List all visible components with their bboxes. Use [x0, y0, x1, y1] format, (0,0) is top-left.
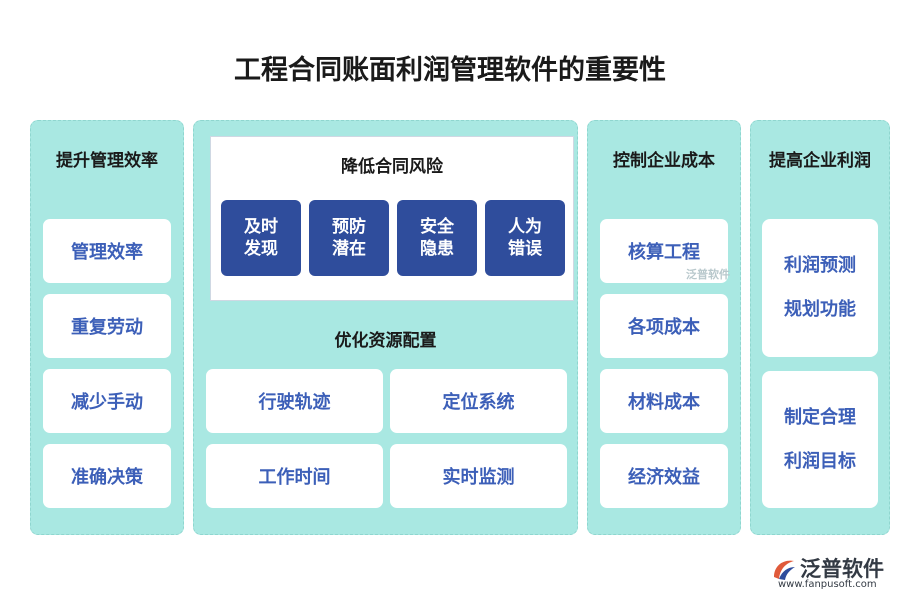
card-set-profit-targets: 制定合理 利润目标	[762, 371, 878, 508]
risk-tile-safety-hazards: 安全 隐患	[397, 200, 477, 276]
risk-tile-line1: 及时	[244, 217, 278, 237]
risk-tile-timely-discovery: 及时 发现	[221, 200, 301, 276]
card-economic-benefits: 经济效益	[600, 444, 728, 508]
logo-url: www.fanpusoft.com	[778, 579, 877, 590]
card-profit-forecast-line2: 规划功能	[784, 299, 856, 320]
panel-title-control-costs: 控制企业成本	[613, 151, 715, 171]
watermark-text: 泛普软件	[686, 268, 730, 281]
card-set-profit-targets-line2: 利润目标	[784, 450, 856, 472]
resource-title: 优化资源配置	[334, 331, 437, 351]
card-realtime-monitoring: 实时监测	[390, 444, 567, 508]
card-accurate-decisions: 准确决策	[43, 444, 171, 508]
card-profit-forecast-line1: 利润预测	[784, 255, 856, 276]
risk-tile-line1: 安全	[420, 217, 454, 237]
risk-tile-line2: 潜在	[332, 239, 366, 259]
logo-name: 泛普软件	[800, 557, 884, 581]
card-accounting-project: 核算工程	[600, 219, 728, 283]
panel-control-costs: 控制企业成本 核算工程 泛普软件 各项成本 材料成本 经济效益	[587, 120, 741, 535]
card-management-efficiency: 管理效率	[43, 219, 171, 283]
panel-title-improve-efficiency: 提升管理效率	[56, 151, 158, 171]
risk-tile-line1: 人为	[508, 217, 542, 237]
panel-risk-resources: 降低合同风险 及时 发现 预防 潜在 安全 隐患 人为 错误 优化资源配置 行驶…	[193, 120, 578, 535]
page-title: 工程合同账面利润管理软件的重要性	[234, 55, 666, 86]
panel-improve-profits: 提高企业利润 利润预测 规划功能 制定合理 利润目标	[750, 120, 890, 535]
card-set-profit-targets-line1: 制定合理	[784, 406, 856, 428]
risk-tile-line1: 预防	[332, 217, 366, 237]
risk-box: 降低合同风险 及时 发现 预防 潜在 安全 隐患 人为 错误	[210, 136, 574, 301]
risk-tile-line2: 错误	[508, 239, 542, 259]
risk-tile-line2: 隐患	[420, 239, 454, 259]
logo-mark-icon	[774, 560, 795, 580]
brand-logo: 泛普软件 www.fanpusoft.com	[770, 553, 895, 593]
risk-tile-prevent-potential: 预防 潜在	[309, 200, 389, 276]
panel-title-improve-profits: 提高企业利润	[769, 151, 871, 171]
risk-tile-human-errors: 人为 错误	[485, 200, 565, 276]
card-positioning-system: 定位系统	[390, 369, 567, 433]
card-repetitive-labor: 重复劳动	[43, 294, 171, 358]
card-driving-track: 行驶轨迹	[206, 369, 383, 433]
card-working-hours: 工作时间	[206, 444, 383, 508]
panel-improve-efficiency: 提升管理效率 管理效率 重复劳动 减少手动 准确决策	[30, 120, 184, 535]
risk-title: 降低合同风险	[341, 157, 443, 177]
card-various-costs: 各项成本	[600, 294, 728, 358]
card-profit-forecast: 利润预测 规划功能	[762, 219, 878, 357]
card-reduce-manual: 减少手动	[43, 369, 171, 433]
card-material-costs: 材料成本	[600, 369, 728, 433]
risk-tile-line2: 发现	[244, 239, 278, 259]
